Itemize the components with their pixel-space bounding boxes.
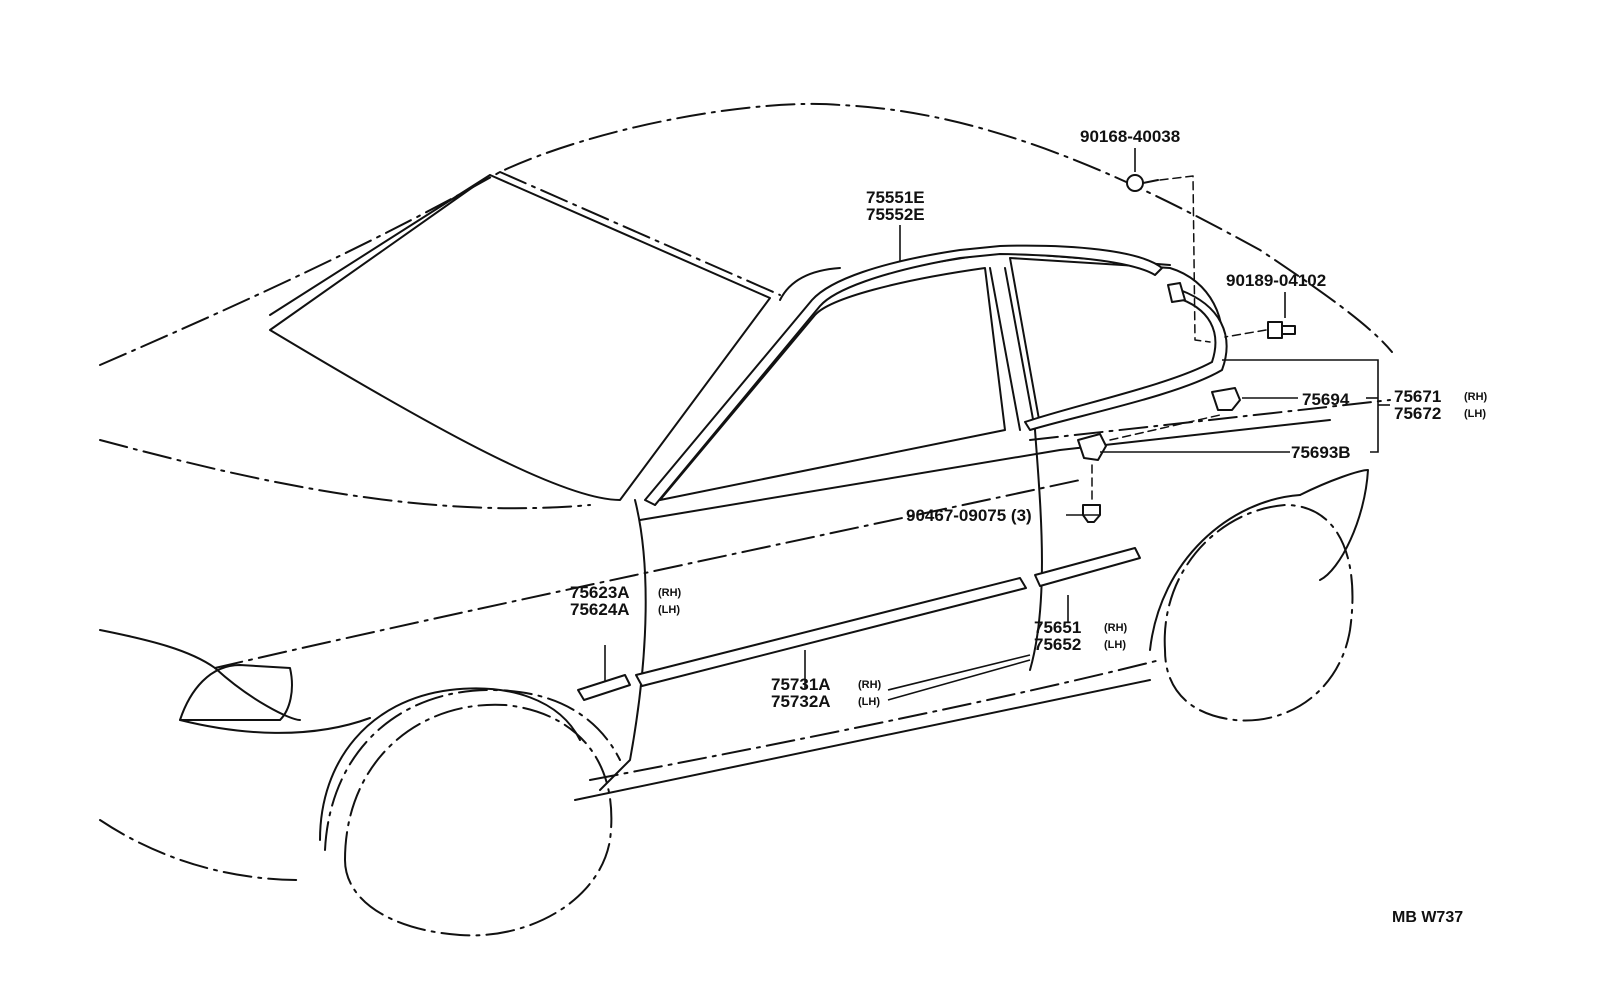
clip-75693B-icon[interactable] xyxy=(1077,433,1107,461)
screw-90189-icon[interactable] xyxy=(1267,321,1296,339)
label-90168-40038: 90168-40038 xyxy=(1080,127,1180,146)
label-90467-09075: 90467-09075 (3) xyxy=(906,506,1032,525)
tag-lh-75672: (LH) xyxy=(1464,408,1486,420)
part-labels: 75551E 75552E 90168-40038 90189-04102 75… xyxy=(570,127,1488,926)
roof-molding-75551E[interactable] xyxy=(644,244,1163,506)
label-75693B: 75693B xyxy=(1291,443,1351,462)
label-75694: 75694 xyxy=(1302,390,1350,409)
tag-lh-75732A: (LH) xyxy=(858,696,880,708)
label-75623A: 75623A xyxy=(570,583,630,602)
label-75671: 75671 xyxy=(1394,387,1441,406)
clip-75694-icon[interactable] xyxy=(1211,387,1241,411)
tag-lh-75652: (LH) xyxy=(1104,639,1126,651)
rear-door-molding-75651[interactable] xyxy=(1034,547,1141,587)
label-75552E: 75552E xyxy=(866,205,925,224)
tag-rh-75623A: (RH) xyxy=(658,587,682,599)
tag-rh-75651: (RH) xyxy=(1104,622,1128,634)
tag-rh-75671: (RH) xyxy=(1464,391,1488,403)
moldings xyxy=(577,244,1228,701)
tag-rh-75731A: (RH) xyxy=(858,679,882,691)
tag-lh-75624A: (LH) xyxy=(658,604,680,616)
label-75624A: 75624A xyxy=(570,600,630,619)
label-75551E: 75551E xyxy=(866,188,925,207)
label-75672: 75672 xyxy=(1394,404,1441,423)
label-75731A: 75731A xyxy=(771,675,831,694)
fender-molding-75623A[interactable] xyxy=(577,674,631,701)
label-75732A: 75732A xyxy=(771,692,831,711)
clip-90467-icon[interactable] xyxy=(1082,504,1101,523)
front-door-molding-75731A[interactable] xyxy=(635,577,1027,687)
diagram-code: MB W737 xyxy=(1392,909,1463,926)
car-phantom-outline xyxy=(99,102,1393,937)
car-solid-lines xyxy=(99,174,1369,841)
screw-90168-icon[interactable] xyxy=(1126,174,1159,192)
label-75652: 75652 xyxy=(1034,635,1081,654)
rear-window-molding-75671[interactable] xyxy=(1024,289,1228,431)
label-90189-04102: 90189-04102 xyxy=(1226,271,1326,290)
leader-lines xyxy=(604,148,1390,701)
label-75651: 75651 xyxy=(1034,618,1081,637)
fasteners xyxy=(1077,174,1296,523)
